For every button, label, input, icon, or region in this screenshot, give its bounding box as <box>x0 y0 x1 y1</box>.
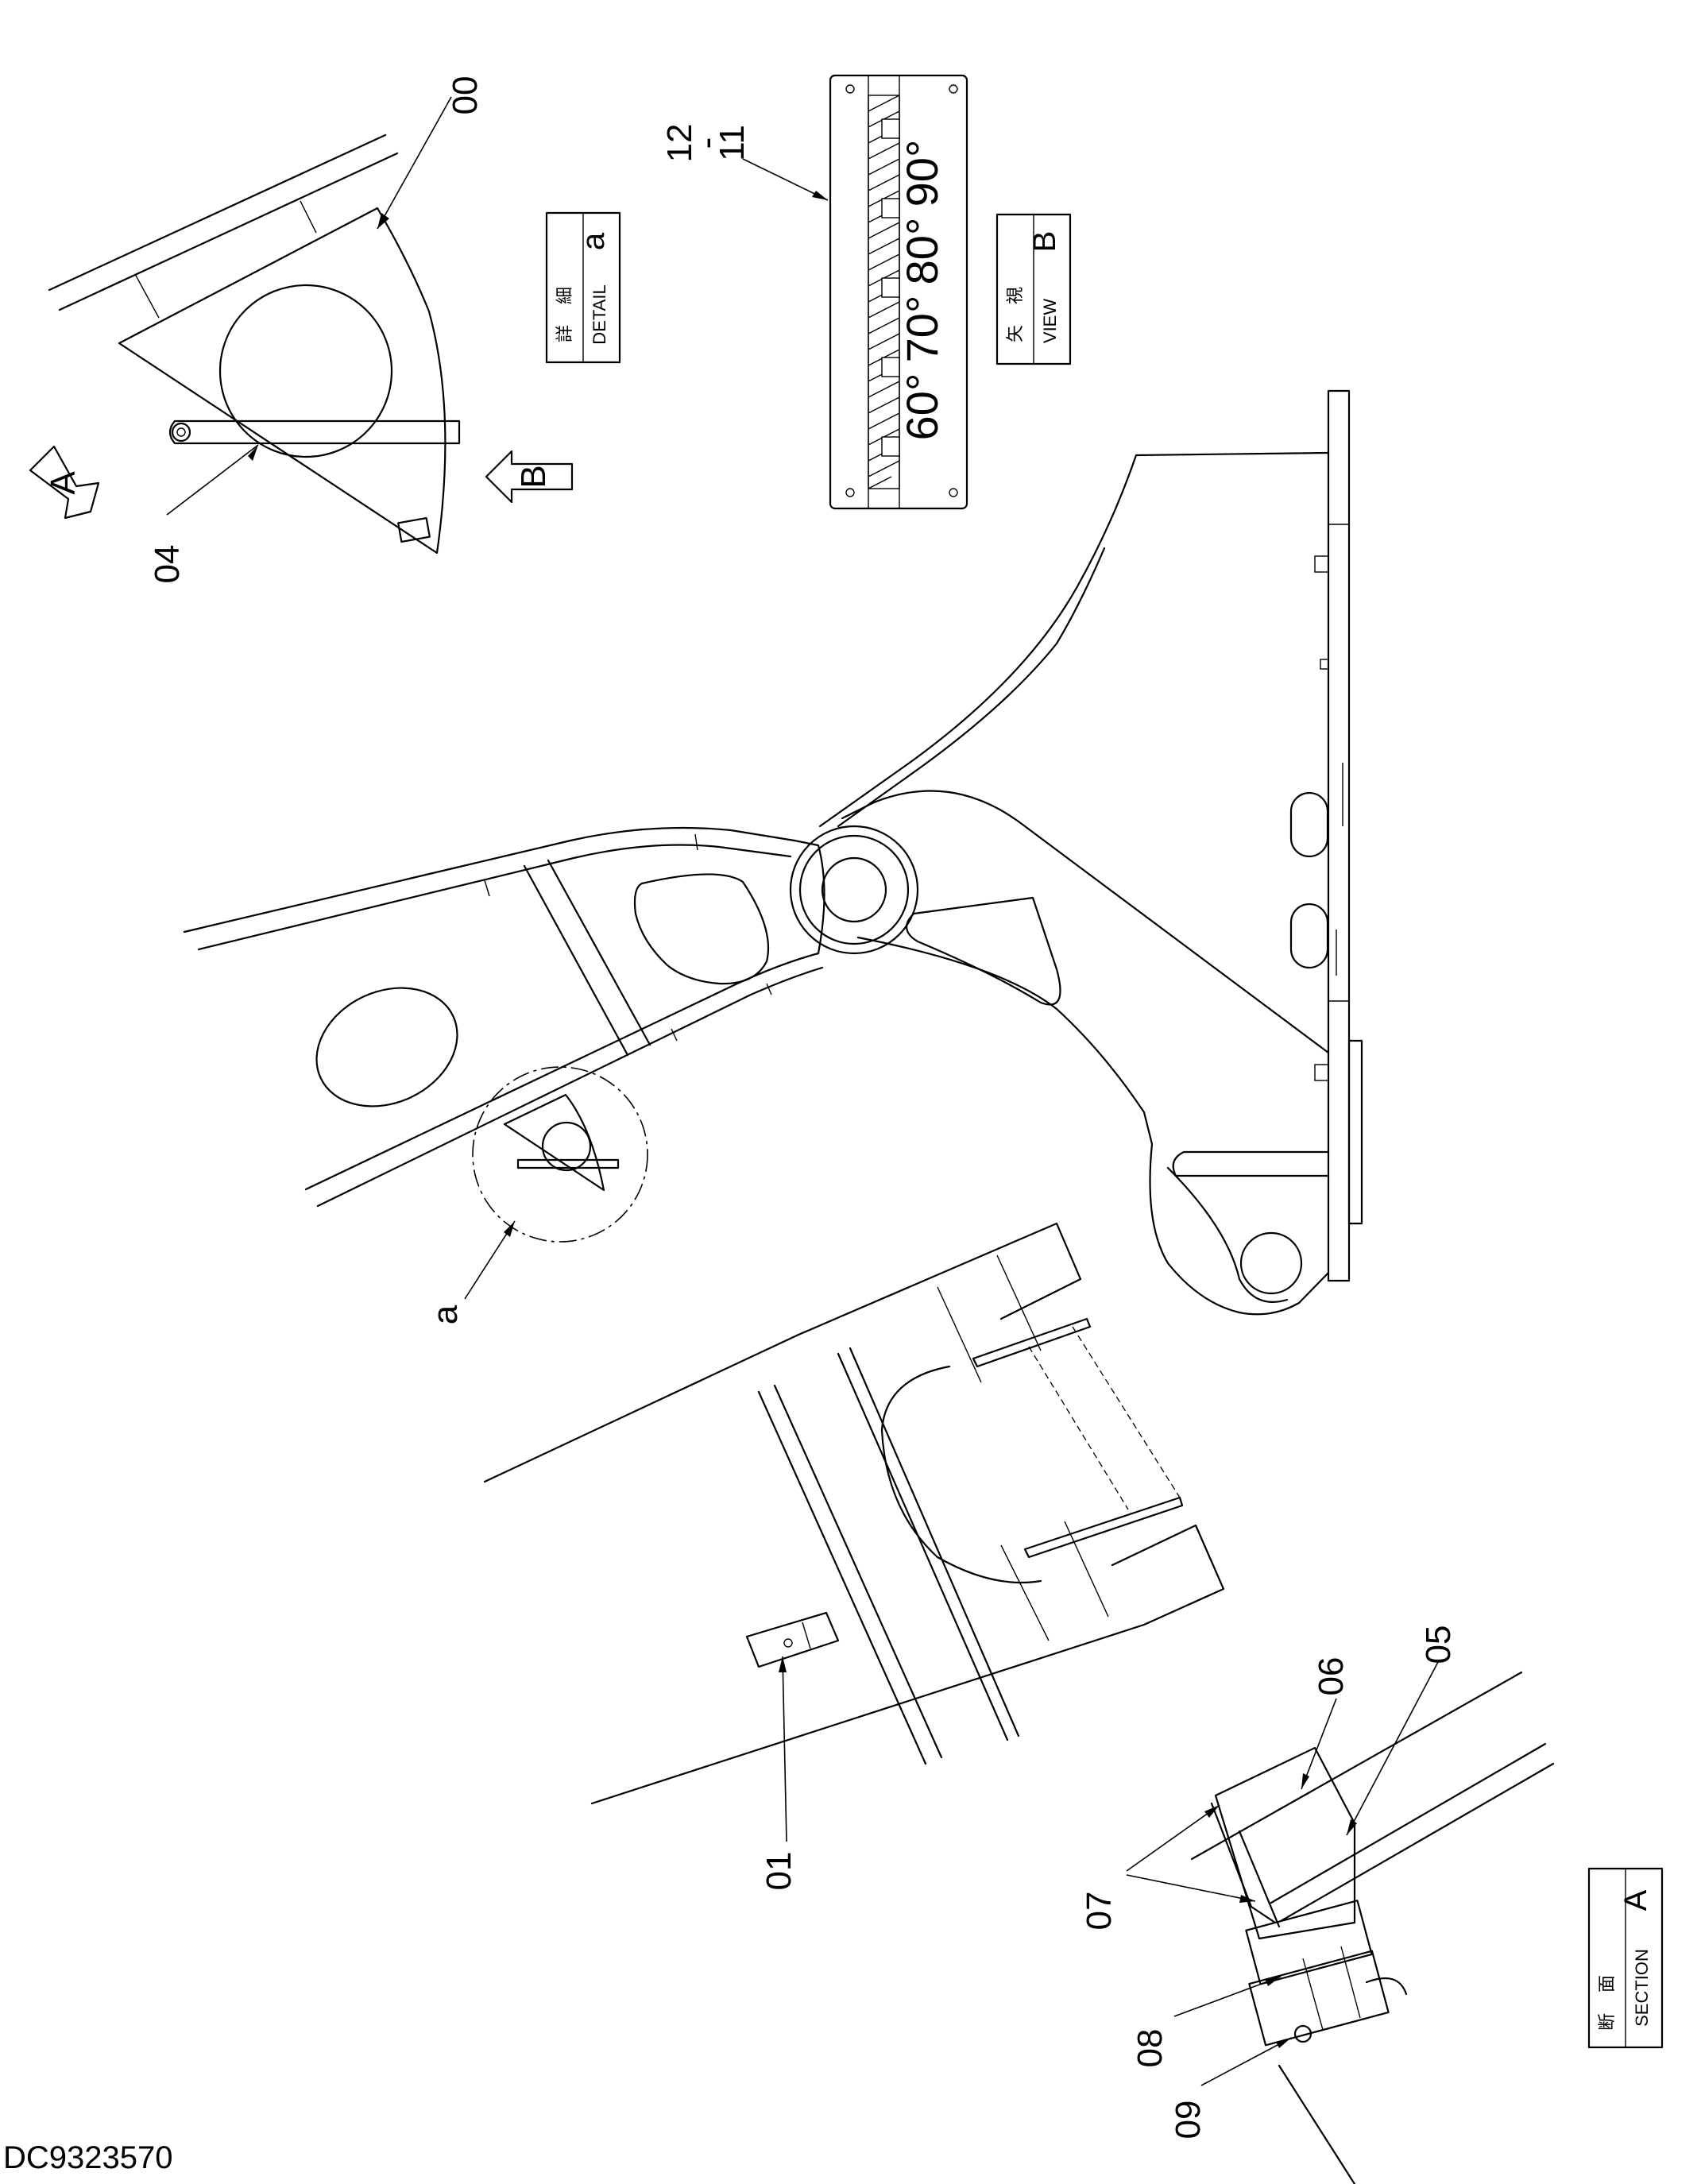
callout-07-label: 07 <box>1080 1892 1119 1931</box>
callout-12-11: 12 - 11 <box>660 124 829 201</box>
callout-08-label: 08 <box>1131 2029 1169 2068</box>
document-code: DC9323570 <box>3 2140 173 2175</box>
view-letter: B <box>1027 231 1062 253</box>
callout-09-label: 09 <box>1169 2101 1208 2140</box>
view-kanji-1: 矢 <box>1005 325 1025 342</box>
callout-04: 04 <box>148 444 259 584</box>
callout-04-label: 04 <box>148 545 187 584</box>
detail-a-title-box: 詳 細 DETAIL a <box>545 211 621 364</box>
scale-mark-80: 80° <box>897 218 947 285</box>
callout-01-label: 01 <box>760 1852 798 1891</box>
callout-06: 06 <box>1301 1657 1351 1790</box>
callout-08: 08 <box>1131 1976 1282 2068</box>
boom-assembly <box>183 389 1363 1316</box>
callout-01: 01 <box>760 1656 798 1890</box>
callout-09: 09 <box>1169 2037 1292 2140</box>
arm-assembly <box>483 1222 1225 1805</box>
scale-mark-70: 70° <box>897 296 947 363</box>
scale-mark-60: 60° <box>897 373 947 441</box>
detail-kanji-1: 詳 <box>555 325 574 342</box>
callout-05-label: 05 <box>1419 1625 1458 1664</box>
callout-00: 00 <box>377 76 485 230</box>
view-arrow-a: A <box>29 445 100 520</box>
view-arrow-a-label: A <box>44 471 83 495</box>
section-english: SECTION <box>1632 1949 1652 2027</box>
view-arrow-b: B <box>485 450 574 504</box>
callout-detail-a: a <box>426 1220 516 1324</box>
detail-english: DETAIL <box>590 284 609 344</box>
view-arrow-b-label: B <box>514 465 553 488</box>
scale-hatching <box>868 95 900 489</box>
callout-05: 05 <box>1346 1625 1458 1836</box>
callout-detail-a-label: a <box>426 1305 465 1324</box>
section-letter: A <box>1618 1889 1653 1911</box>
view-b-scale-plate: 90° 80° 70° 60° <box>829 74 968 510</box>
section-a-view <box>1190 1671 1555 2184</box>
callout-range-dash: - <box>687 137 726 149</box>
view-b-title-box: 矢 視 VIEW B <box>995 213 1072 365</box>
view-kanji-2: 視 <box>1005 287 1025 304</box>
detail-a-view <box>48 133 461 555</box>
section-kanji-2: 面 <box>1597 1975 1617 1993</box>
detail-letter: a <box>576 232 611 250</box>
callout-00-label: 00 <box>446 76 485 115</box>
view-english: VIEW <box>1040 299 1060 343</box>
callout-07: 07 <box>1080 1804 1256 1931</box>
callout-06-label: 06 <box>1312 1657 1351 1696</box>
scale-mark-90: 90° <box>897 140 947 207</box>
section-a-title-box: 断 面 SECTION A <box>1587 1867 1664 2049</box>
detail-kanji-2: 細 <box>555 287 574 304</box>
callout-12-label: 12 <box>660 124 699 163</box>
section-kanji-1: 断 <box>1597 2013 1617 2031</box>
callout-11-label: 11 <box>713 125 752 161</box>
